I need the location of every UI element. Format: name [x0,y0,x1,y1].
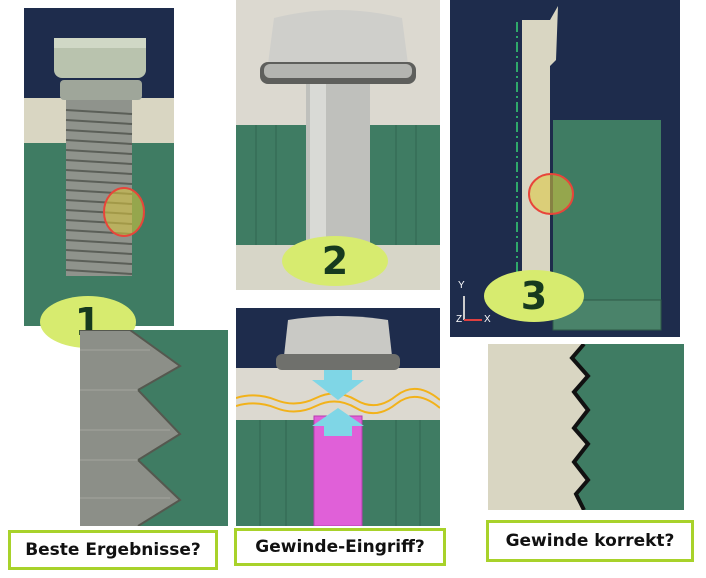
thread-profile-render [488,344,684,510]
triad-z-label: Z [456,314,463,325]
highlight-circle-icon [528,173,574,215]
panel-1-thread-detail [80,330,228,526]
highlight-circle-icon [103,187,145,237]
panel-3-thread-profile [488,344,684,510]
triad-x-label: X [484,314,491,325]
thread-engagement-render [236,308,440,526]
badge-3: 3 [484,270,584,322]
caption-thread-engagement: Gewinde-Eingriff? [234,528,446,566]
unthreaded-screw-render [236,0,440,290]
compression-arrows-icon [312,370,364,400]
panel-thread-engagement [236,308,440,526]
threaded-screw-render [24,8,174,326]
badge-2: 2 [282,236,388,286]
caption-thread-correct: Gewinde korrekt? [486,520,694,562]
triad-y-label: Y [458,280,465,291]
panel-1-threaded-screw [24,8,174,326]
thread-detail-render [80,330,228,526]
caption-best-results: Beste Ergebnisse? [8,530,218,570]
panel-2-unthreaded-screw [236,0,440,290]
